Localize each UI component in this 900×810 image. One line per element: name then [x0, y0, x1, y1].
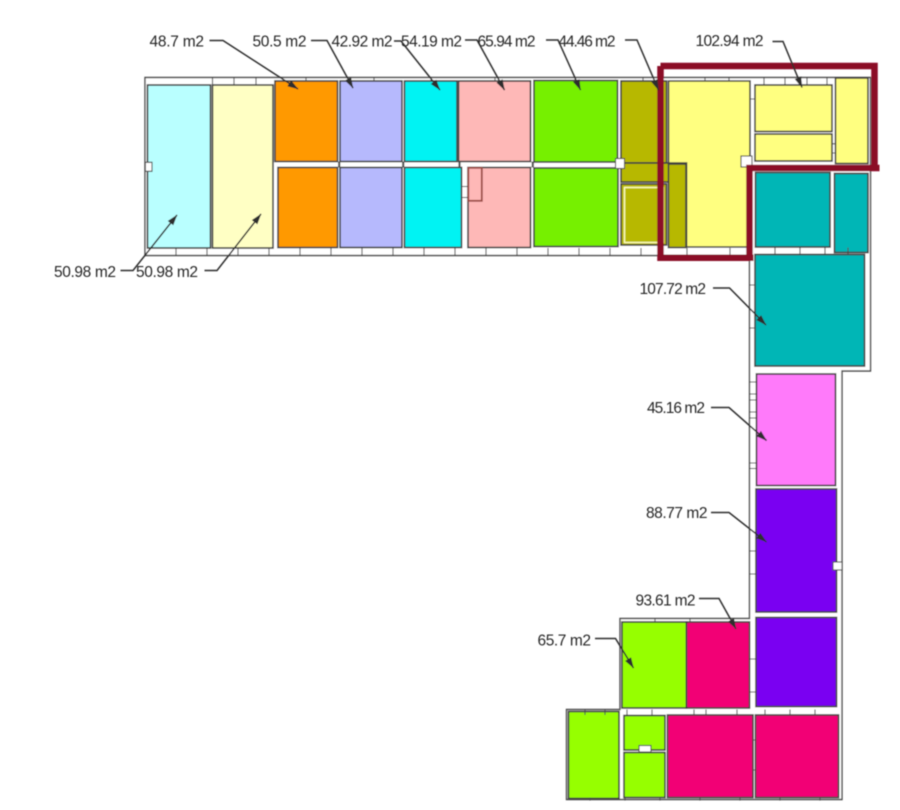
svg-text:65.94 m2: 65.94 m2: [478, 34, 536, 51]
svg-text:50.98 m2: 50.98 m2: [136, 264, 198, 281]
svg-text:102.94 m2: 102.94 m2: [696, 33, 764, 50]
svg-text:50.98 m2: 50.98 m2: [54, 264, 116, 281]
svg-text:50.5 m2: 50.5 m2: [253, 34, 307, 51]
svg-text:42.92 m2: 42.92 m2: [332, 34, 393, 51]
svg-text:48.7 m2: 48.7 m2: [150, 34, 205, 51]
svg-text:107.72 m2: 107.72 m2: [640, 281, 707, 298]
svg-text:88.77 m2: 88.77 m2: [646, 505, 708, 522]
svg-text:44.46 m2: 44.46 m2: [559, 34, 616, 51]
svg-text:65.7 m2: 65.7 m2: [538, 633, 592, 650]
svg-text:45.16 m2: 45.16 m2: [647, 400, 705, 417]
svg-text:54.19 m2: 54.19 m2: [401, 34, 462, 51]
svg-text:93.61 m2: 93.61 m2: [636, 593, 696, 610]
